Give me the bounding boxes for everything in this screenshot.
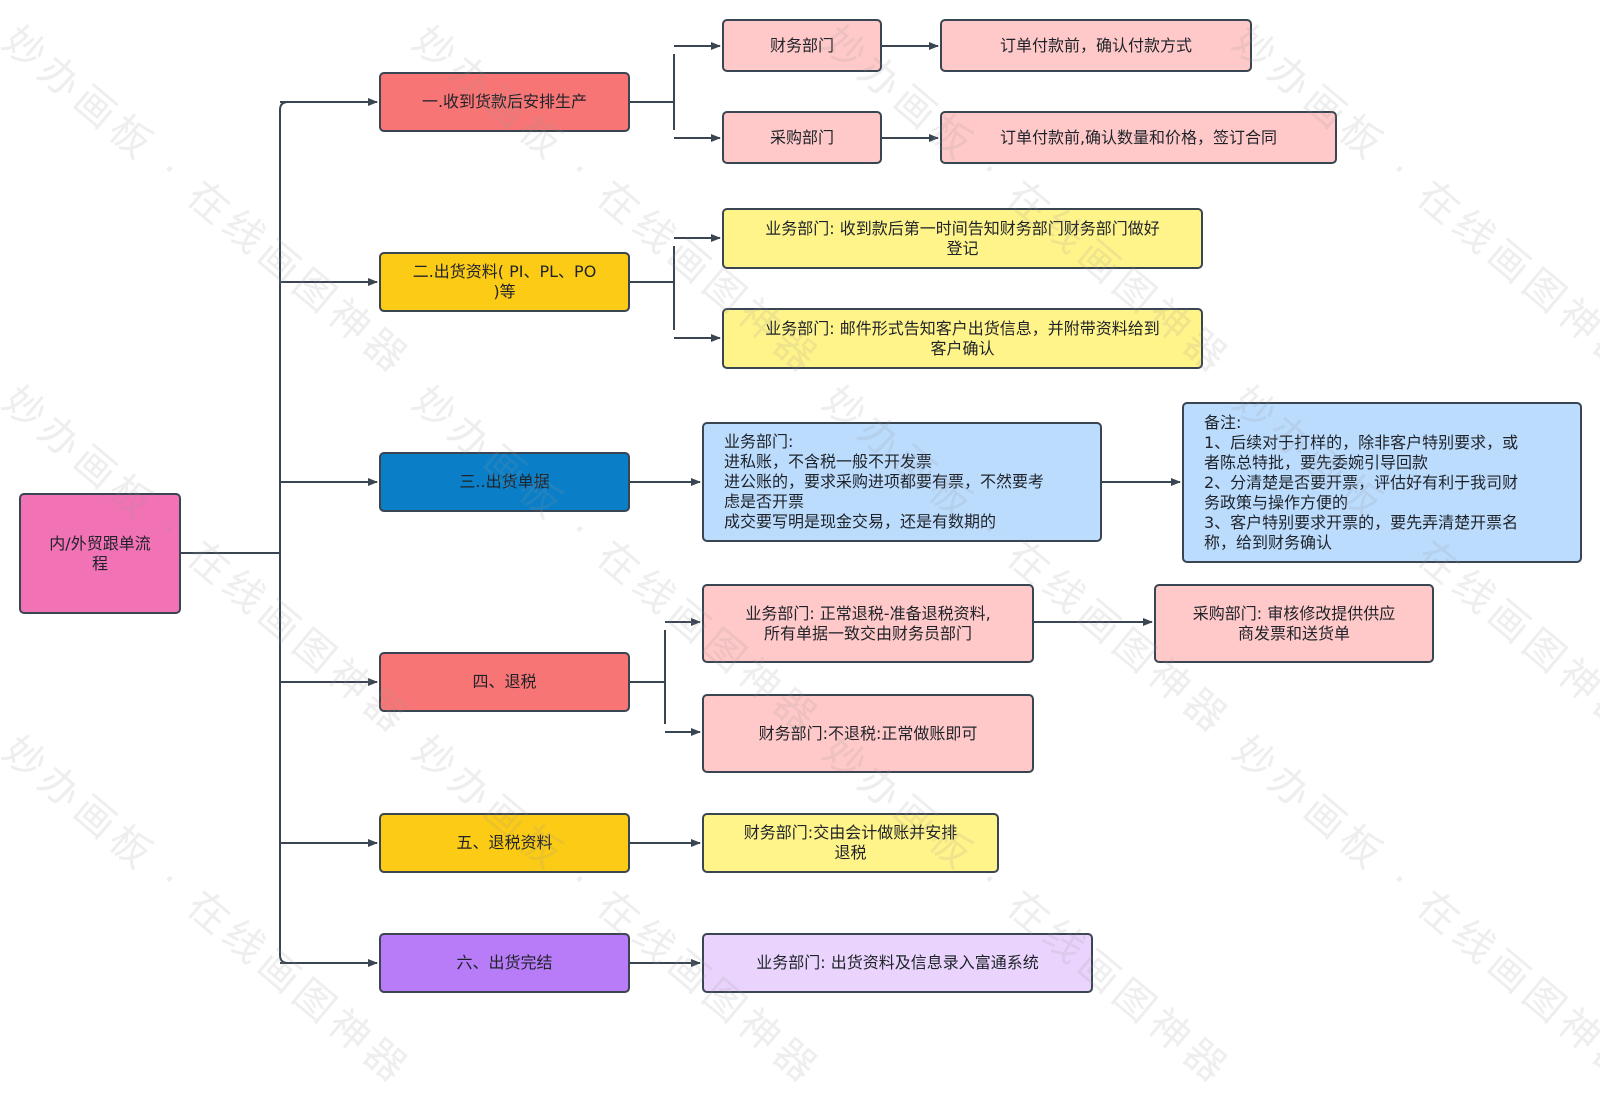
finance-dept-node[interactable]: 财务部门 [722, 19, 882, 72]
sales-notify-finance-label: 业务部门: 收到款后第一时间告知财务部门财务部门做好 登记 [765, 218, 1160, 258]
flowchart-canvas: 内/外贸跟单流 程 一.收到货款后安排生产 二.出货资料( PI、PL、PO )… [0, 18, 1600, 1095]
step-3-label: 三..出货单据 [459, 472, 550, 491]
remarks-node[interactable]: 备注: 1、后续对于打样的，除非客户特别要求，或 者陈总特批，要先委婉引导回款 … [1182, 402, 1582, 563]
step-4-node[interactable]: 四、退税 [379, 652, 630, 712]
connector-lines [180, 42, 1181, 967]
step-5-node[interactable]: 五、退税资料 [379, 813, 630, 873]
confirm-qty-price-label: 订单付款前,确认数量和价格，签订合同 [999, 127, 1278, 147]
root-label: 内/外贸跟单流 程 [49, 533, 151, 573]
step-3-node[interactable]: 三..出货单据 [379, 452, 630, 512]
step-5-label: 五、退税资料 [456, 833, 553, 852]
step-2-label: 二.出货资料( PI、PL、PO )等 [412, 262, 597, 301]
remarks-label: 备注: 1、后续对于打样的，除非客户特别要求，或 者陈总特批，要先委婉引导回款 … [1204, 412, 1519, 552]
step-6-node[interactable]: 六、出货完结 [379, 933, 630, 993]
root-node[interactable]: 内/外贸跟单流 程 [19, 493, 181, 614]
sales-tax-refund-label: 业务部门: 正常退税-准备退税资料, 所有单据一致交由财务员部门 [745, 603, 991, 643]
step-6-label: 六、出货完结 [456, 953, 553, 972]
purchase-dept-label: 采购部门 [769, 127, 834, 147]
purchase-audit-node[interactable]: 采购部门: 审核修改提供供应 商发票和送货单 [1154, 584, 1434, 663]
sales-email-customer-label: 业务部门: 邮件形式告知客户出货信息，并附带资料给到 客户确认 [765, 318, 1160, 358]
sales-notify-finance-node[interactable]: 业务部门: 收到款后第一时间告知财务部门财务部门做好 登记 [722, 208, 1203, 269]
step-1-label: 一.收到货款后安排生产 [421, 92, 588, 111]
sales-invoice-node[interactable]: 业务部门: 进私账，不含税一般不开发票 进公账的，要求采购进项都要有票，不然要考… [702, 422, 1102, 542]
finance-no-refund-label: 财务部门:不退税:正常做账即可 [758, 723, 978, 743]
sales-invoice-label: 业务部门: 进私账，不含税一般不开发票 进公账的，要求采购进项都要有票，不然要考… [724, 432, 1045, 531]
confirm-qty-price-node[interactable]: 订单付款前,确认数量和价格，签订合同 [940, 111, 1337, 164]
finance-no-refund-node[interactable]: 财务部门:不退税:正常做账即可 [702, 694, 1034, 773]
purchase-dept-node[interactable]: 采购部门 [722, 111, 882, 164]
finance-accounting-node[interactable]: 财务部门:交由会计做账并安排 退税 [702, 813, 999, 873]
sales-tax-refund-node[interactable]: 业务部门: 正常退税-准备退税资料, 所有单据一致交由财务员部门 [702, 584, 1034, 663]
confirm-payment-label: 订单付款前，确认付款方式 [999, 35, 1192, 55]
step-2-node[interactable]: 二.出货资料( PI、PL、PO )等 [379, 252, 630, 312]
sales-entry-label: 业务部门: 出货资料及信息录入富通系统 [756, 953, 1039, 972]
purchase-audit-label: 采购部门: 审核修改提供供应 商发票和送货单 [1192, 603, 1396, 643]
step-1-node[interactable]: 一.收到货款后安排生产 [379, 72, 630, 132]
step-4-label: 四、退税 [472, 672, 537, 691]
sales-entry-node[interactable]: 业务部门: 出货资料及信息录入富通系统 [702, 933, 1093, 993]
confirm-payment-node[interactable]: 订单付款前，确认付款方式 [940, 19, 1252, 72]
finance-dept-label: 财务部门 [769, 35, 834, 55]
finance-accounting-label: 财务部门:交由会计做账并安排 退税 [743, 823, 958, 862]
sales-email-customer-node[interactable]: 业务部门: 邮件形式告知客户出货信息，并附带资料给到 客户确认 [722, 308, 1203, 369]
